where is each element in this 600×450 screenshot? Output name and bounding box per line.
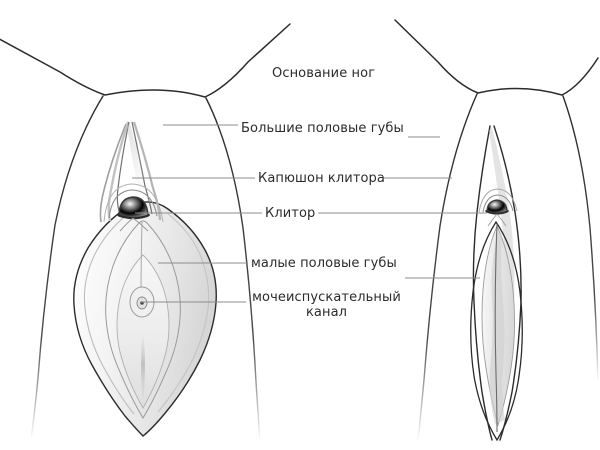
left-hood-fold-mid xyxy=(107,121,130,222)
right-closed-body xyxy=(470,220,523,442)
leader-line-layer xyxy=(132,124,487,303)
label-base-of-legs: Основание ног xyxy=(272,66,376,81)
right-thigh-crease-left xyxy=(417,93,478,443)
right-thigh-crease-right xyxy=(562,95,599,383)
left-majora-outer-rim xyxy=(157,213,210,413)
left-frenulum-right xyxy=(132,217,149,232)
right-frenulum-right xyxy=(496,213,507,227)
left-hood-fold-outer xyxy=(99,123,127,223)
left-hood-arc-outer xyxy=(103,183,164,223)
right-frenulum-left xyxy=(487,213,498,227)
left-majora-inner-rim xyxy=(83,211,135,415)
label-clitoris: Клитор xyxy=(265,206,316,221)
right-midline xyxy=(494,223,498,433)
label-urethra-line1: мочеиспускательный xyxy=(252,290,401,305)
right-figure-closed-view xyxy=(394,19,599,443)
right-minora-wave-shade xyxy=(489,232,505,424)
left-clitoral-glans xyxy=(118,196,149,220)
label-labia-minora: малые половые губы xyxy=(251,256,397,271)
left-frenulum-left xyxy=(119,217,134,232)
left-hood-fold-inner-left xyxy=(116,121,130,215)
label-urethra-line2: канал xyxy=(305,305,348,320)
right-hood-arc-inner xyxy=(482,194,514,213)
left-mons-arc xyxy=(0,23,291,98)
right-clitoral-glans-base xyxy=(485,210,509,215)
left-vaginal-cleft xyxy=(141,330,145,406)
right-mons-arc xyxy=(394,19,599,96)
left-thigh-crease-left xyxy=(30,95,104,441)
left-thigh-crease-right xyxy=(205,97,261,443)
left-figure-open-view xyxy=(0,23,291,443)
right-hood-arc-outer xyxy=(478,188,518,213)
right-labia-majora-left xyxy=(472,125,493,441)
label-labia-majora: Большие половые губы xyxy=(241,121,404,136)
left-hood-arc xyxy=(108,189,158,219)
left-hood-fold-outer-right xyxy=(132,121,162,221)
label-clitoral-hood: Капюшон клитора xyxy=(258,171,385,186)
